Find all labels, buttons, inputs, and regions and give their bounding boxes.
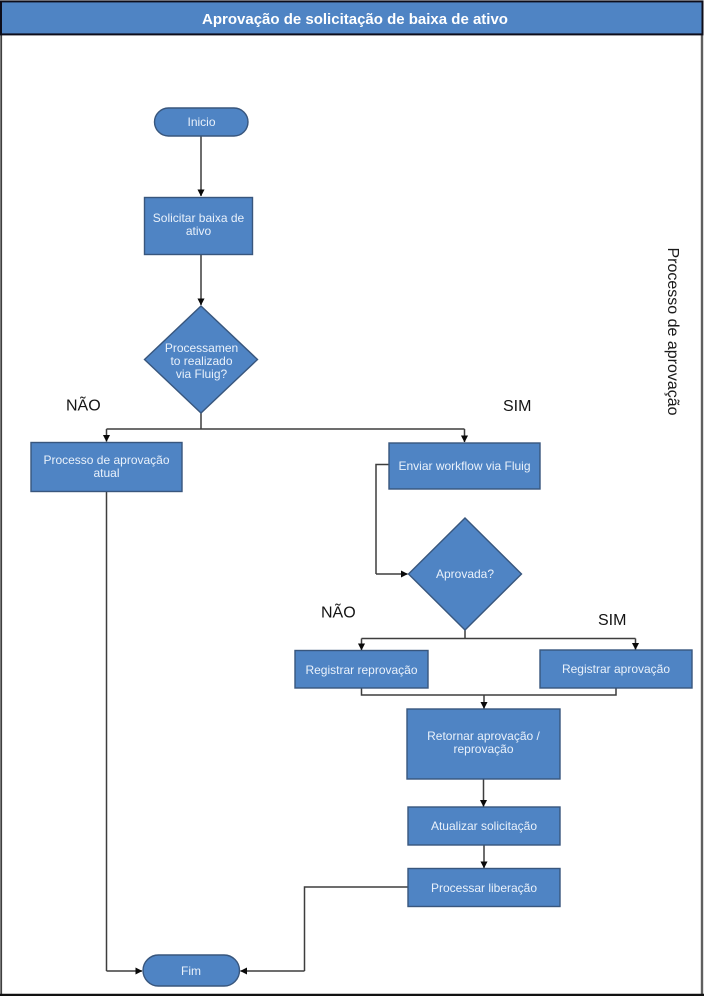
svg-text:Processo de aprovação: Processo de aprovação	[43, 453, 169, 467]
svg-text:ativo: ativo	[186, 224, 212, 238]
svg-text:Atualizar solicitação: Atualizar solicitação	[431, 819, 537, 833]
svg-text:Processar liberação: Processar liberação	[431, 881, 537, 895]
svg-text:Aprovação de solicitação de ba: Aprovação de solicitação de baixa de ati…	[202, 11, 508, 28]
svg-text:Retornar aprovação /: Retornar aprovação /	[427, 729, 540, 743]
svg-text:Inicio: Inicio	[187, 115, 215, 129]
svg-text:via Fluig?: via Fluig?	[176, 367, 228, 381]
svg-text:Enviar workflow via Fluig: Enviar workflow via Fluig	[398, 459, 530, 473]
svg-text:Fim: Fim	[181, 964, 201, 978]
svg-text:Solicitar baixa de: Solicitar baixa de	[153, 211, 245, 225]
svg-text:reprovação: reprovação	[453, 742, 513, 756]
svg-text:atual: atual	[93, 466, 119, 480]
svg-text:Processo de aprovação: Processo de aprovação	[664, 247, 681, 415]
svg-text:Registrar reprovação: Registrar reprovação	[305, 663, 417, 677]
svg-text:NÃO: NÃO	[321, 602, 356, 622]
svg-text:Registrar aprovação: Registrar aprovação	[562, 662, 670, 676]
svg-text:NÃO: NÃO	[66, 395, 101, 415]
svg-text:to realizado: to realizado	[170, 354, 232, 368]
svg-text:Aprovada?: Aprovada?	[436, 567, 494, 581]
svg-text:SIM: SIM	[598, 612, 626, 629]
svg-text:SIM: SIM	[503, 398, 531, 415]
svg-text:Processamen: Processamen	[165, 341, 238, 355]
